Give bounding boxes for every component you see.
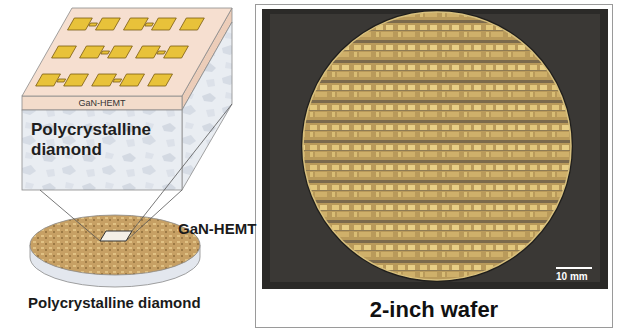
substrate-label: Polycrystalline diamond <box>28 294 201 311</box>
diamond-layer: Polycrystalline diamond <box>22 110 182 190</box>
gan-layer: GaN-HEMT <box>22 96 182 110</box>
layer-label: GaN-HEMT <box>178 220 256 237</box>
node-text: 2-inch wafer <box>260 297 608 322</box>
node-text: Polycrystalline diamond <box>31 120 172 159</box>
scale-label: 10 mm <box>556 271 588 282</box>
node-text: GaN-HEMT <box>24 98 180 108</box>
